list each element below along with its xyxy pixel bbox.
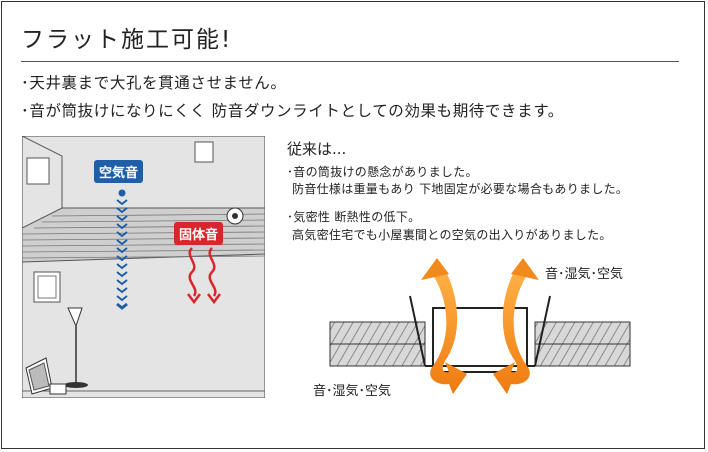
- title-divider: [21, 61, 679, 62]
- tv-icon: [25, 357, 67, 395]
- floor-lamp-icon: [67, 307, 83, 328]
- conventional-heading: 従来は...: [287, 140, 347, 158]
- airflow-arrows-icon: [421, 258, 539, 394]
- diagram-label-top: 音･湿気･空気: [545, 267, 624, 282]
- conventional-item-1-line2: 防音仕様は重量もあり 下地固定が必要な場合もありました。: [292, 182, 629, 196]
- solid-sound-label: 固体音: [174, 222, 224, 245]
- downlight-cross-section: [329, 258, 631, 394]
- bullet-soundproof-effect: ･音が筒抜けになりにくく 防音ダウンライトとしての効果も期待できます。: [21, 102, 564, 120]
- conventional-item-2-line1: ･気密性 断熱性の低下。: [287, 210, 421, 224]
- room-illustration: [22, 136, 265, 398]
- bullet-no-penetration: ･天井裏まで大孔を貫通させません。: [21, 74, 287, 92]
- page-title: フラット施工可能!: [21, 27, 233, 53]
- conventional-item-1-line1: ･音の筒抜けの懸念がありました。: [287, 165, 478, 179]
- diagram-label-bottom: 音･湿気･空気: [313, 384, 392, 399]
- upper-frame: [194, 141, 214, 163]
- air-sound-label: 空気音: [94, 160, 144, 183]
- upper-window: [26, 157, 50, 185]
- conventional-item-2-line2: 高気密住宅でも小屋裏間との空気の出入りがありました。: [292, 228, 612, 242]
